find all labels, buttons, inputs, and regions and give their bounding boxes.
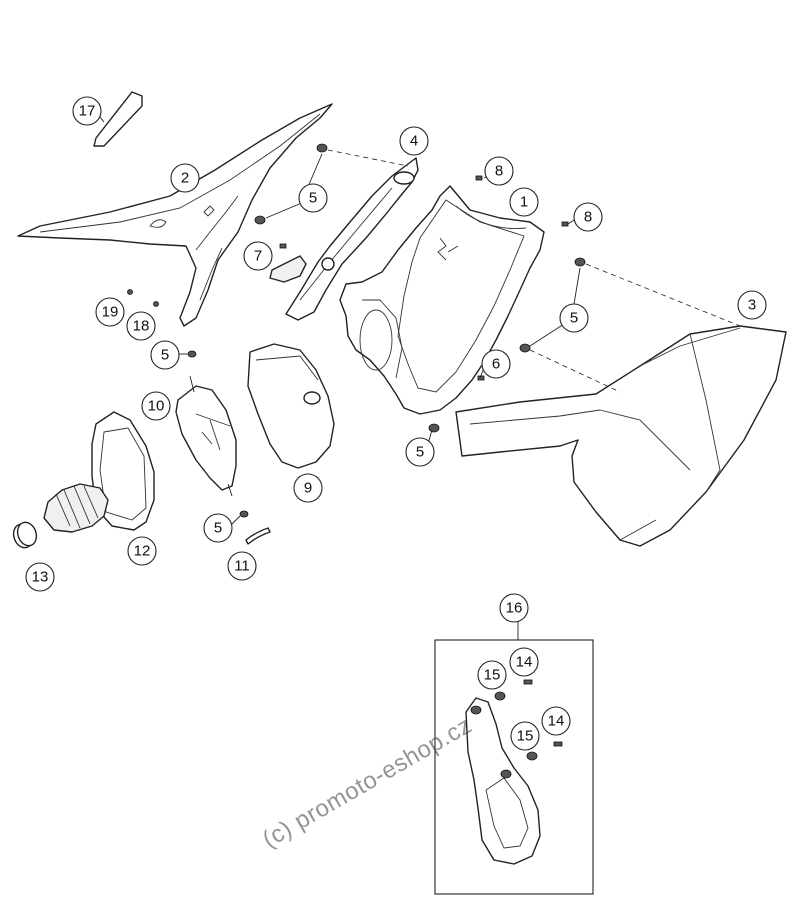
callout-5a: 5	[298, 183, 328, 213]
part-7-clip	[269, 255, 307, 283]
svg-text:5: 5	[214, 520, 222, 537]
callout-14a: 14	[509, 647, 539, 677]
svg-text:15: 15	[517, 728, 534, 745]
callout-5d: 5	[405, 437, 435, 467]
callout-18: 18	[126, 311, 156, 341]
assembly-lines	[327, 149, 741, 393]
callout-13: 13	[25, 562, 55, 592]
svg-text:5: 5	[161, 347, 169, 364]
callout-5c: 5	[150, 340, 180, 370]
svg-text:18: 18	[133, 318, 150, 335]
part-16-inset	[434, 639, 594, 895]
hardware	[127, 143, 586, 518]
svg-text:13: 13	[32, 569, 49, 586]
svg-text:6: 6	[492, 356, 500, 373]
callout-5b: 5	[559, 303, 589, 333]
svg-text:4: 4	[410, 133, 418, 150]
svg-text:8: 8	[584, 209, 592, 226]
svg-text:5: 5	[416, 444, 424, 461]
callout-14b: 14	[541, 706, 571, 736]
svg-text:17: 17	[79, 103, 96, 120]
callout-8a: 8	[484, 156, 514, 186]
part-11-arc	[245, 527, 271, 545]
part-12-flange	[43, 411, 155, 533]
svg-text:14: 14	[548, 713, 565, 730]
part-10-filter-cage	[175, 375, 237, 497]
svg-text:7: 7	[254, 248, 262, 265]
svg-text:3: 3	[748, 297, 756, 314]
part-1-airbox	[339, 185, 545, 415]
part-9-filter-cover	[247, 343, 335, 469]
part-3-side-panel	[455, 325, 787, 547]
svg-text:10: 10	[148, 398, 165, 415]
svg-text:19: 19	[102, 304, 119, 321]
callout-17: 17	[72, 96, 102, 126]
callout-9: 9	[293, 473, 323, 503]
callout-5e: 5	[203, 513, 233, 543]
svg-text:5: 5	[309, 190, 317, 207]
svg-text:2: 2	[181, 170, 189, 187]
svg-text:5: 5	[570, 310, 578, 327]
callout-2: 2	[170, 163, 200, 193]
part-4-bracket	[285, 157, 419, 321]
callout-10: 10	[141, 391, 171, 421]
svg-text:15: 15	[484, 667, 501, 684]
svg-text:8: 8	[495, 163, 503, 180]
callout-3: 3	[737, 290, 767, 320]
callout-6: 6	[481, 349, 511, 379]
callout-15a: 15	[477, 660, 507, 690]
callout-12: 12	[127, 536, 157, 566]
callout-15b: 15	[510, 721, 540, 751]
callout-8b: 8	[573, 202, 603, 232]
svg-text:9: 9	[304, 480, 312, 497]
callout-19: 19	[95, 297, 125, 327]
callout-1: 1	[509, 187, 539, 217]
svg-text:12: 12	[134, 543, 151, 560]
svg-text:1: 1	[520, 194, 528, 211]
callout-4: 4	[399, 126, 429, 156]
part-2-side-panel	[17, 103, 333, 327]
svg-text:14: 14	[516, 654, 533, 671]
callout-11: 11	[227, 551, 257, 581]
svg-text:16: 16	[506, 600, 523, 617]
part-17-strip	[93, 91, 143, 147]
svg-text:11: 11	[234, 558, 250, 575]
callout-7: 7	[243, 241, 273, 271]
part-13-clamp	[12, 521, 38, 549]
callout-16: 16	[499, 593, 529, 623]
